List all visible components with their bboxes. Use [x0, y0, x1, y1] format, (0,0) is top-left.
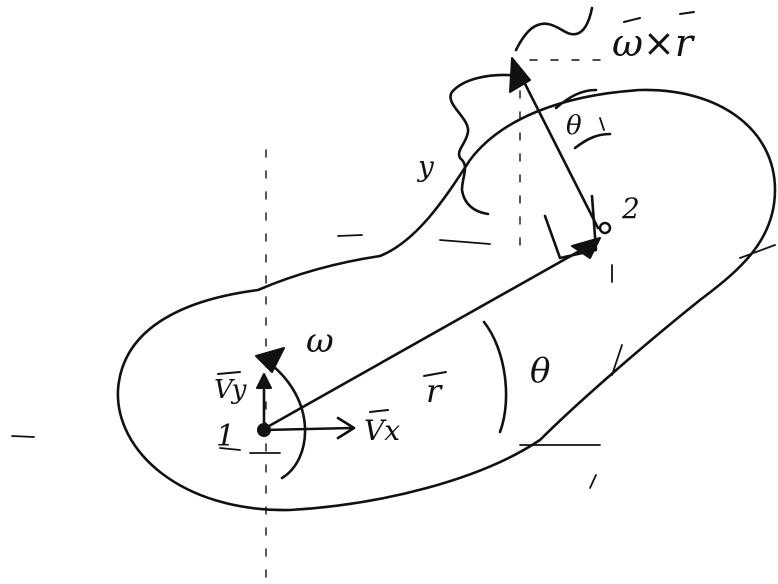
position-vector-r [260, 242, 594, 432]
theta-bracket-center [482, 320, 508, 434]
label-point-2: 2 [621, 192, 640, 225]
vx-overbar [369, 409, 389, 413]
velocity-omega-cross-r [514, 64, 600, 230]
label-y: y [416, 150, 435, 183]
label-omega-cross-r: ω×r [612, 21, 696, 65]
omega-cross-r-overbar-2 [679, 11, 695, 15]
tick-mark [439, 239, 491, 245]
label-vy: Vy [214, 375, 247, 405]
omega-cross-r-overbar-1 [623, 17, 641, 23]
tick-mark [589, 474, 597, 489]
theta-arc-top [554, 88, 598, 110]
tick-mark [599, 117, 605, 131]
wavy-annotation [514, 6, 594, 52]
omega-arc-arrowhead [255, 347, 285, 373]
tick-mark [337, 234, 363, 237]
theta-arc-top-lower [573, 132, 612, 150]
label-r-vector: r [426, 372, 443, 410]
vx-arrow [262, 426, 354, 432]
tick-mark [739, 244, 776, 259]
omega-rotation-arc [266, 360, 307, 480]
label-vx: Vx [364, 414, 400, 447]
rigid-body-outline [116, 88, 777, 512]
label-omega: ω [306, 321, 334, 361]
label-point-1: 1 [216, 419, 235, 454]
label-theta-top: θ [566, 111, 582, 141]
y-brace [449, 73, 522, 216]
tick-mark [611, 344, 623, 376]
label-theta-center: θ [530, 351, 550, 391]
right-angle-marker [543, 194, 598, 260]
vx-arrowhead [336, 416, 356, 440]
vy-overbar [217, 371, 241, 375]
vy-arrowhead [256, 373, 272, 389]
tick-mark [219, 447, 241, 451]
tick-mark [11, 435, 35, 438]
point-2-marker [598, 221, 612, 235]
r-overbar [423, 371, 447, 377]
